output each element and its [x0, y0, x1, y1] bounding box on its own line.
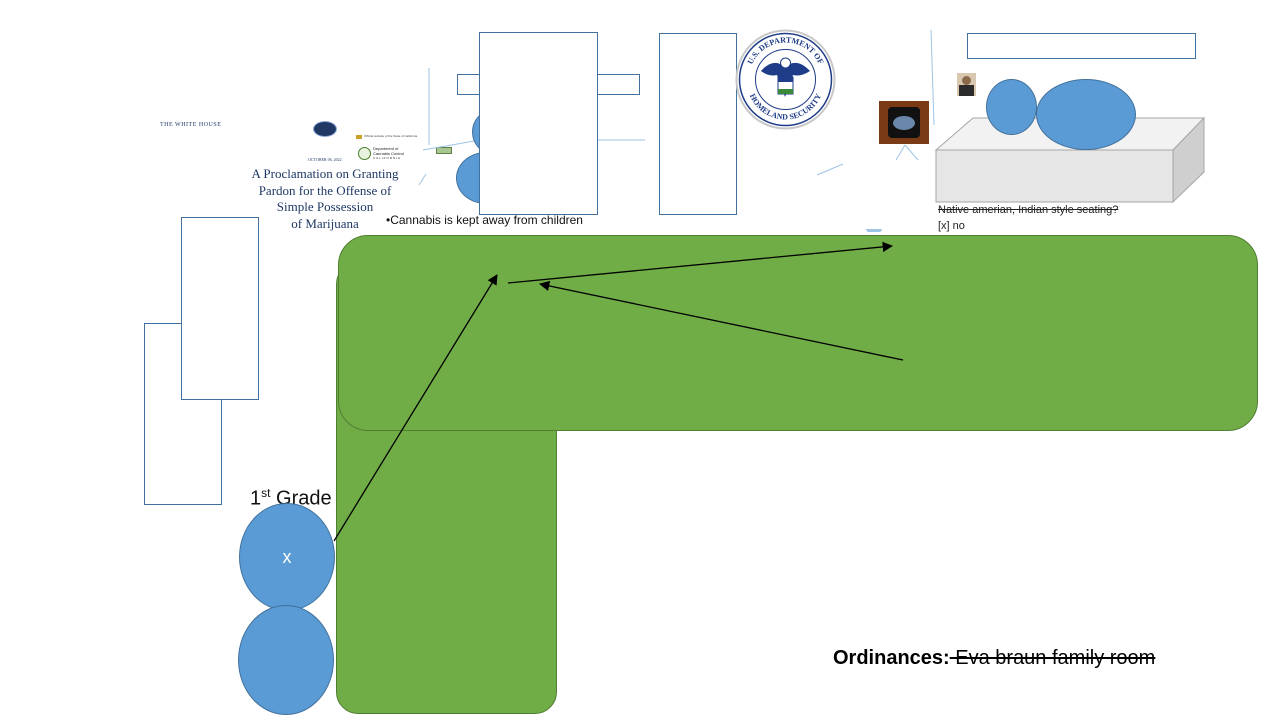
- whitehouse-seal-icon: [313, 121, 337, 137]
- dhs-seal: U.S. DEPARTMENT OF HOMELAND SECURITY: [735, 27, 836, 132]
- dollar-bill-icon: [436, 147, 452, 154]
- official-site-text: Official website of the State of Califor…: [364, 134, 418, 138]
- dhs-seal-icon: U.S. DEPARTMENT OF HOMELAND SECURITY: [735, 29, 836, 130]
- ordinances-line: Ordinances: Eva braun family room: [833, 647, 1155, 670]
- california-flag-icon: [356, 135, 362, 139]
- outline-rect-left-upper: [181, 217, 259, 400]
- framed-badge-image: [879, 101, 929, 144]
- badge-icon: [888, 107, 920, 138]
- small-blue-mark: [866, 229, 882, 232]
- outline-rect-top-right: [967, 33, 1196, 59]
- proclamation-title: A Proclamation on Granting Pardon for th…: [236, 166, 414, 232]
- grade-ordinal: st: [261, 486, 271, 500]
- cannabis-control-text: Department of Cannabis Control CALIFORNI…: [373, 146, 404, 161]
- department-line: Department of: [373, 146, 399, 151]
- circle-mark: x: [282, 546, 292, 567]
- outline-rect-tall-right: [659, 33, 737, 215]
- state-line: CALIFORNIA: [373, 156, 402, 160]
- arrow-from-right: [538, 280, 904, 361]
- seating-answer: [x] no: [938, 220, 965, 232]
- blue-ellipse-cube-large: [1036, 79, 1136, 150]
- portrait-thumbnail: [957, 73, 976, 96]
- proclamation-title-line: Simple Possession: [276, 199, 374, 214]
- cannabis-leaf-icon: [358, 147, 371, 160]
- department-line: Cannabis Control: [373, 151, 404, 156]
- blue-circle-lower: [238, 605, 334, 715]
- whitehouse-date: OCTOBER 06, 2022: [308, 157, 342, 162]
- proclamation-title-line: A Proclamation on Granting: [251, 166, 399, 181]
- arrow-circle-to-top: [333, 274, 498, 542]
- proclamation-title-line: of Marijuana: [291, 215, 359, 231]
- ordinances-label: Ordinances:: [833, 647, 950, 669]
- ordinances-struck-text: Eva braun family room: [949, 647, 1156, 669]
- proclamation-title-line: Pardon for the Offense of: [258, 182, 392, 198]
- whitehouse-header: THE WHITE HOUSE: [160, 122, 222, 128]
- outline-rect-tall-center: [479, 32, 598, 215]
- green-horizontal-bar: [338, 235, 1258, 431]
- cannabis-note: •Cannabis is kept away from children: [386, 213, 583, 227]
- arrow-to-right: [507, 241, 894, 284]
- grade-number: 1: [250, 487, 262, 510]
- seating-question: Native amerian, Indian style seating?: [938, 204, 1119, 216]
- blue-circle-marked: x: [239, 503, 335, 611]
